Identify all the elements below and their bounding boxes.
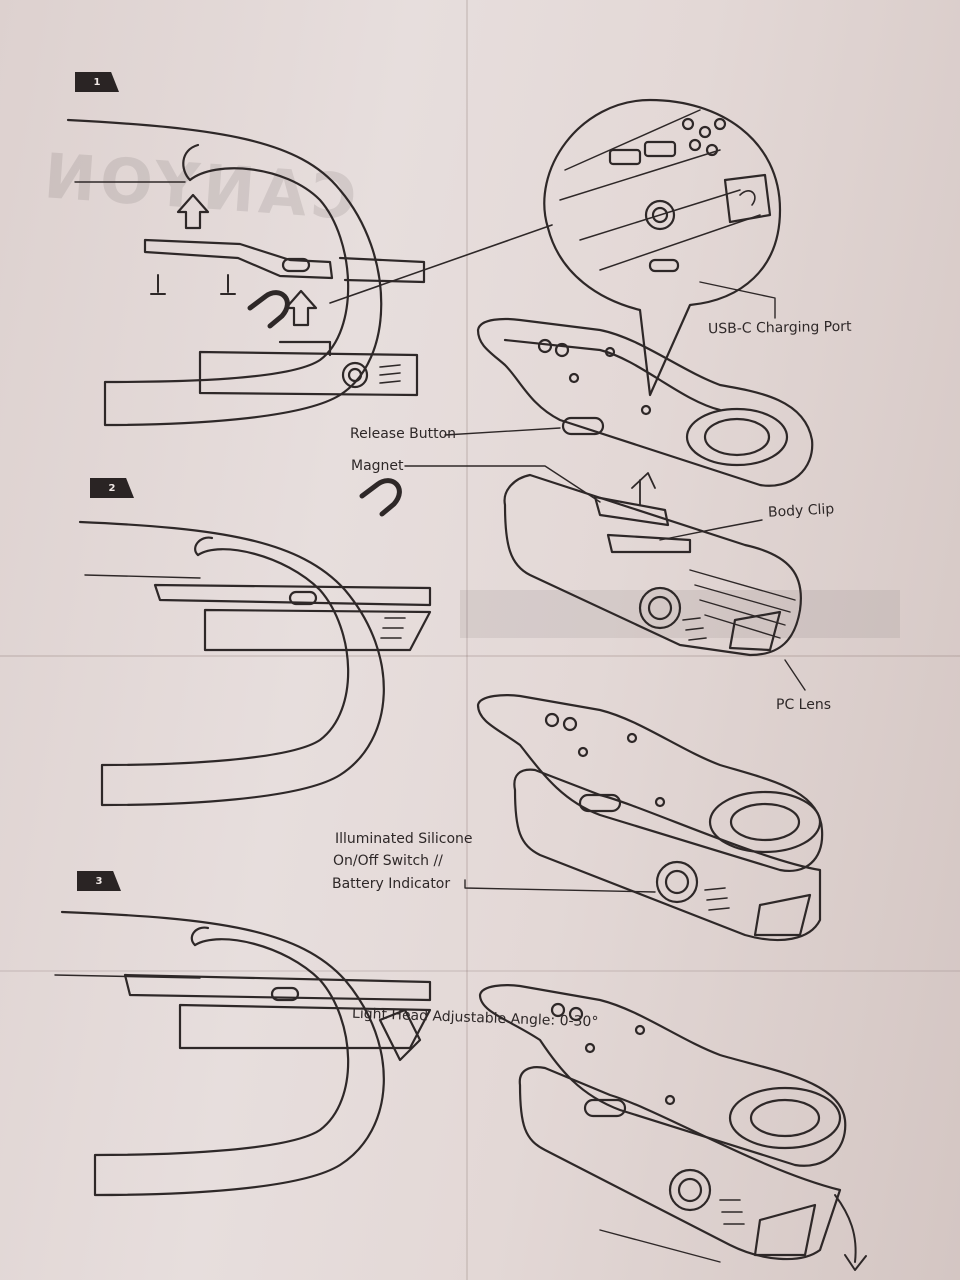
- switch-label-line2: On/Off Switch //: [333, 853, 443, 869]
- arrow-up-icon: [176, 193, 318, 327]
- zoom-callout: [329, 98, 782, 397]
- screw-icon: [150, 274, 236, 295]
- fold-line-vertical: [466, 0, 468, 1280]
- switch-label-line1: Illuminated Silicone: [335, 831, 473, 847]
- pc-lens-label: PC Lens: [776, 697, 832, 713]
- stem-mount: [476, 317, 814, 487]
- step1-mount-parts: [143, 238, 426, 397]
- step-badge: 3: [77, 871, 121, 891]
- step-badge: 1: [75, 72, 119, 92]
- step-badge: 2: [90, 478, 134, 498]
- leader-lines: [404, 427, 806, 1263]
- light-body: [503, 472, 802, 657]
- angle-arrow-icon: [834, 1194, 867, 1271]
- assembled-light: [476, 694, 824, 942]
- step3-handlebar: [54, 910, 432, 1197]
- step2-handlebar: [78, 520, 432, 807]
- magnet-icon: [247, 290, 402, 517]
- fold-line-horizontal: [0, 970, 960, 972]
- tilted-light: [478, 984, 847, 1261]
- switch-label-line3: Battery Indicator: [332, 876, 451, 892]
- fold-line-horizontal: [0, 655, 960, 657]
- usb-port-label: USB-C Charging Port: [707, 318, 852, 338]
- step1-handlebar: [66, 118, 383, 427]
- release-button-label: Release Button: [350, 426, 457, 442]
- magnet-label: Magnet: [351, 458, 404, 474]
